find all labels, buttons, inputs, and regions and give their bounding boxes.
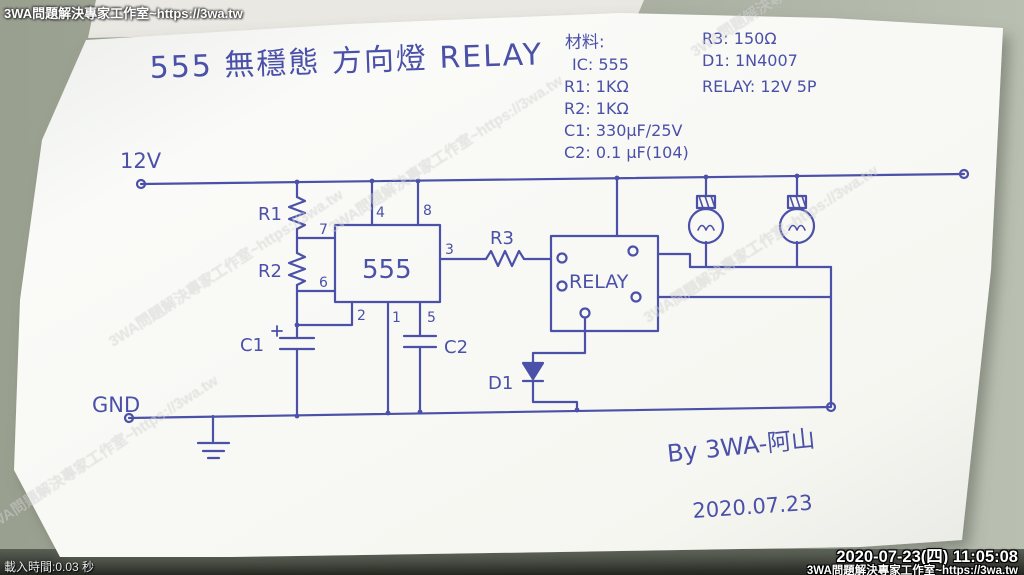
pin-label-3: 3: [445, 242, 454, 258]
pin-label-1: 1: [392, 310, 401, 326]
watermark-site-top-left: 3WA問題解決專家工作室~https://3wa.tw: [4, 6, 243, 21]
rail-gnd-terminal-left: [123, 412, 135, 424]
materials-item: R2: 1KΩ: [564, 99, 629, 118]
lamp-bulb: [687, 207, 725, 245]
lamp-right: [778, 194, 816, 245]
rail-12v-terminal-left: [135, 178, 147, 190]
r3-symbol: [484, 249, 526, 268]
relay-box: [549, 234, 660, 333]
label-gnd: GND: [92, 393, 140, 417]
r2-symbol: [287, 251, 307, 287]
materials-item: IC: 555: [572, 55, 629, 74]
ground-symbol: [196, 414, 231, 460]
relay-pin: [556, 280, 568, 292]
rail-12v-terminal-right: [958, 168, 970, 180]
r1-symbol: [287, 195, 307, 231]
relay-pin: [627, 245, 639, 257]
label-c2: C2: [444, 337, 468, 358]
d1-diode-symbol: [521, 361, 545, 381]
lamp-left: [687, 194, 725, 245]
relay-pin: [630, 291, 642, 303]
lamp-bulb: [778, 207, 816, 245]
materials-item: R1: 1KΩ: [564, 77, 629, 96]
pin-label-2: 2: [357, 308, 366, 324]
pin-label-6: 6: [319, 275, 328, 291]
lamp-filament: [788, 224, 806, 231]
load-time-label: 載入時間:0.03 秒: [4, 560, 95, 574]
relay-pin: [556, 252, 568, 264]
junction-dots: [294, 173, 800, 419]
label-d1: D1: [488, 373, 513, 394]
pin-label-4: 4: [376, 205, 385, 221]
materials-item: C2: 0.1 μF(104): [564, 143, 689, 162]
pin2-wire: [295, 300, 354, 327]
rail-gnd: [127, 405, 833, 420]
wire: [531, 379, 579, 413]
rail-12v: [139, 172, 966, 186]
paper-sheet: [14, 13, 1003, 557]
label-r3: R3: [490, 228, 514, 249]
lamp-lead-wires: [704, 240, 799, 269]
pin-label-7: 7: [319, 222, 328, 238]
label-r2: R2: [258, 261, 282, 282]
label-r1: R1: [258, 204, 282, 225]
materials-header: 材料:: [565, 32, 605, 53]
watermark-site-bottom-right: 3WA問題解決專家工作室~https://3wa.tw: [806, 564, 1018, 575]
materials-item: D1: 1N4007: [702, 51, 798, 70]
contact-wire: [656, 252, 692, 269]
lamp-base-threads: [698, 195, 716, 209]
c1-plus-mark: [271, 325, 283, 337]
materials-item: R3: 150Ω: [702, 29, 777, 48]
wire: [531, 316, 587, 365]
label-12v: 12V: [120, 149, 162, 173]
pin-label-8: 8: [423, 203, 432, 219]
circuit-drawing: [123, 168, 970, 460]
label-ic-555: 555: [362, 255, 412, 285]
lamp-base-threads: [789, 195, 807, 209]
lamp-filament: [697, 224, 715, 231]
materials-item: RELAY: 12V 5P: [702, 77, 817, 96]
pin-label-5: 5: [427, 310, 436, 326]
materials-item: C1: 330μF/25V: [564, 121, 683, 140]
label-relay: RELAY: [569, 271, 629, 293]
timestamp-label: 2020-07-23(四) 11:05:08: [836, 548, 1018, 566]
watermark-bottom-right: 2020-07-23(四) 11:05:08 3WA問題解決專家工作室~http…: [807, 549, 1018, 575]
label-c1: C1: [240, 335, 264, 356]
